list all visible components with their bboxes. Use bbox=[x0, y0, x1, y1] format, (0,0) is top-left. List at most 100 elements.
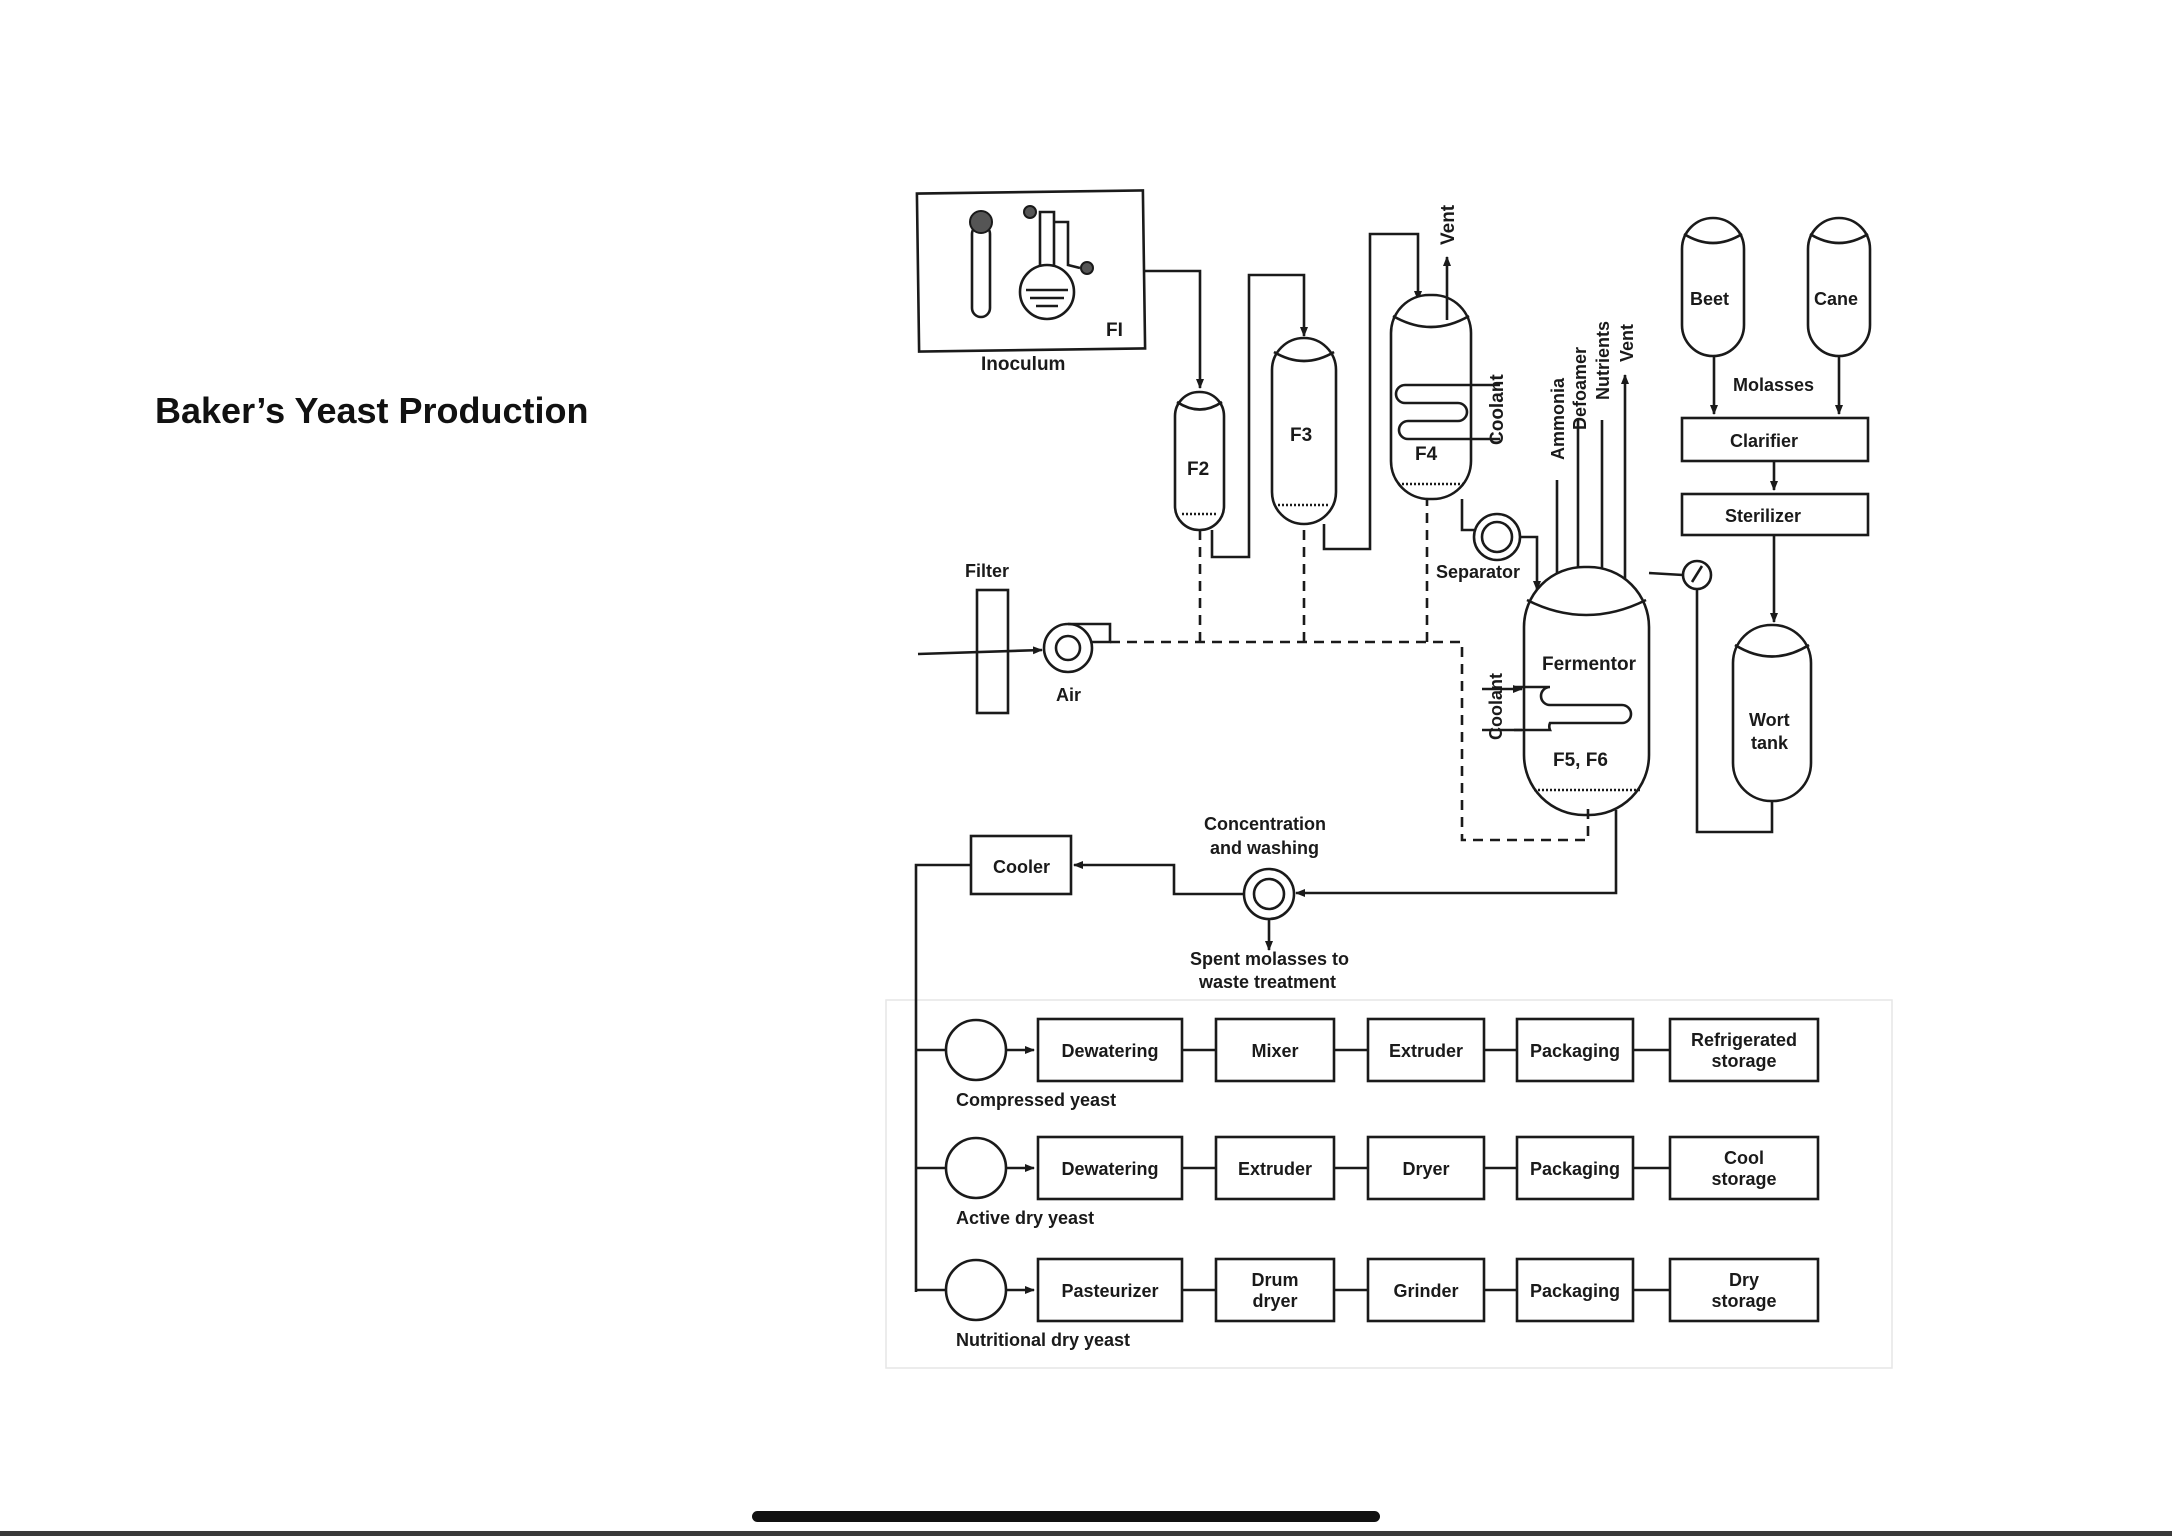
sterilizer-box: Sterilizer bbox=[1680, 492, 1870, 537]
wort-label-line1: Wort bbox=[1749, 710, 1790, 730]
step-label: storage bbox=[1711, 1051, 1776, 1071]
air-filter: Filter bbox=[965, 561, 1010, 715]
pipe-f2-f3 bbox=[1210, 273, 1308, 559]
pump-icon bbox=[944, 1018, 1008, 1082]
wort-tank: Wort tank bbox=[1731, 623, 1813, 803]
vessel-f2: F2 bbox=[1173, 390, 1226, 532]
row-label: Nutritional dry yeast bbox=[956, 1330, 1130, 1350]
step-label: Grinder bbox=[1393, 1281, 1458, 1301]
clarifier-box: Clarifier bbox=[1680, 416, 1870, 463]
step-box bbox=[1366, 1135, 1486, 1201]
step-label: Dryer bbox=[1402, 1159, 1449, 1179]
step-box bbox=[1036, 1257, 1184, 1323]
culture-cotton-icon bbox=[969, 210, 993, 234]
f3-label: F3 bbox=[1290, 425, 1312, 446]
air-main-line bbox=[1110, 640, 1590, 842]
cooler-box: Cooler bbox=[969, 834, 1073, 896]
slide-title: Baker’s Yeast Production bbox=[155, 390, 589, 431]
nutrients-label: Nutrients bbox=[1593, 321, 1613, 400]
step-label: Packaging bbox=[1530, 1281, 1620, 1301]
step-box bbox=[1214, 1257, 1336, 1323]
beet-tank: Beet bbox=[1680, 216, 1746, 358]
inoculum-label: Inoculum bbox=[981, 354, 1065, 375]
fermentor-vessel: Fermentor F5, F6 bbox=[1514, 565, 1651, 817]
air-intake-arrow bbox=[917, 646, 1043, 656]
step-label: Packaging bbox=[1530, 1041, 1620, 1061]
air-label: Air bbox=[1056, 685, 1081, 705]
pressure-gauge-icon bbox=[1681, 559, 1713, 591]
step-box bbox=[1366, 1017, 1486, 1083]
pipe-concentration-cooler bbox=[1073, 861, 1244, 896]
cooler-label: Cooler bbox=[993, 857, 1050, 877]
spent-label-line2: waste treatment bbox=[1198, 972, 1336, 992]
separator-label: Separator bbox=[1436, 562, 1520, 582]
vessel-f3: F3 bbox=[1270, 336, 1338, 526]
step-box bbox=[1668, 1017, 1820, 1083]
scan-edge bbox=[885, 999, 1893, 1369]
coolant-label-f4: Coolant bbox=[1487, 374, 1508, 445]
step-label: Dry bbox=[1729, 1270, 1759, 1290]
wort-label-line2: tank bbox=[1751, 733, 1789, 753]
flask-icon bbox=[1018, 205, 1094, 321]
f2-label: F2 bbox=[1187, 459, 1209, 480]
step-label: Extruder bbox=[1238, 1159, 1312, 1179]
cane-tank: Cane bbox=[1806, 216, 1872, 358]
step-label: Extruder bbox=[1389, 1041, 1463, 1061]
pump-icon bbox=[944, 1136, 1008, 1200]
step-label: Dewatering bbox=[1061, 1159, 1158, 1179]
filter-label: Filter bbox=[965, 561, 1009, 581]
step-box bbox=[1036, 1135, 1184, 1201]
concentration-centrifuge-icon bbox=[1242, 867, 1296, 921]
pipe-f1-f2 bbox=[1144, 269, 1204, 389]
spent-label-line1: Spent molasses to bbox=[1190, 949, 1349, 969]
pipe-f4-separator bbox=[1460, 499, 1474, 532]
step-label: dryer bbox=[1252, 1291, 1297, 1311]
pipe-wort-fermentor bbox=[1695, 589, 1774, 834]
screen-bottom-edge bbox=[0, 1531, 2172, 1536]
row-label: Active dry yeast bbox=[956, 1208, 1094, 1228]
step-label: Drum bbox=[1251, 1270, 1298, 1290]
f1-label: FI bbox=[1106, 320, 1123, 341]
step-label: Mixer bbox=[1251, 1041, 1298, 1061]
coolant-coil-f4 bbox=[1394, 383, 1500, 441]
product-row: Nutritional dry yeast Pasteurizer Drumdrye… bbox=[916, 1257, 1820, 1350]
step-label: Packaging bbox=[1530, 1159, 1620, 1179]
coolant-label-fermentor: Coolant bbox=[1486, 673, 1506, 740]
step-box bbox=[1515, 1135, 1635, 1201]
step-label: Dewatering bbox=[1061, 1041, 1158, 1061]
step-box bbox=[1214, 1135, 1336, 1201]
product-row: Active dry yeast Dewatering Extruder Dryer P… bbox=[916, 1135, 1820, 1228]
cane-label: Cane bbox=[1814, 289, 1858, 309]
concentration-label-line2: and washing bbox=[1210, 838, 1319, 858]
step-box bbox=[1515, 1257, 1635, 1323]
air-blower-icon bbox=[1042, 622, 1112, 674]
row-label: Compressed yeast bbox=[956, 1090, 1116, 1110]
step-label: Cool bbox=[1724, 1148, 1764, 1168]
defoamer-label: Defoamer bbox=[1570, 347, 1590, 430]
home-indicator[interactable] bbox=[752, 1511, 1380, 1522]
step-label: Pasteurizer bbox=[1061, 1281, 1158, 1301]
ammonia-label: Ammonia bbox=[1548, 377, 1568, 460]
f4-label: F4 bbox=[1415, 444, 1438, 465]
step-box bbox=[1668, 1257, 1820, 1323]
cooler-trunk-line bbox=[914, 863, 971, 1292]
concentration-label-line1: Concentration bbox=[1204, 814, 1326, 834]
step-label: storage bbox=[1711, 1169, 1776, 1189]
beet-label: Beet bbox=[1690, 289, 1729, 309]
pipe-fermentor-concentration bbox=[1295, 810, 1618, 897]
vent-label-f4: Vent bbox=[1438, 204, 1459, 245]
pump-icon bbox=[944, 1258, 1008, 1322]
f5f6-label: F5, F6 bbox=[1553, 750, 1608, 771]
step-box bbox=[1668, 1135, 1820, 1201]
vessel-f4: F4 bbox=[1389, 293, 1500, 501]
vent-label-fermentor: Vent bbox=[1617, 324, 1637, 362]
clarifier-label: Clarifier bbox=[1730, 431, 1798, 451]
coolant-coil-fermentor bbox=[1514, 685, 1633, 732]
inoculum-box: FI bbox=[915, 189, 1147, 353]
step-box bbox=[1366, 1257, 1486, 1323]
gauge-line bbox=[1648, 571, 1684, 577]
step-box bbox=[1214, 1017, 1336, 1083]
sterilizer-label: Sterilizer bbox=[1725, 506, 1801, 526]
